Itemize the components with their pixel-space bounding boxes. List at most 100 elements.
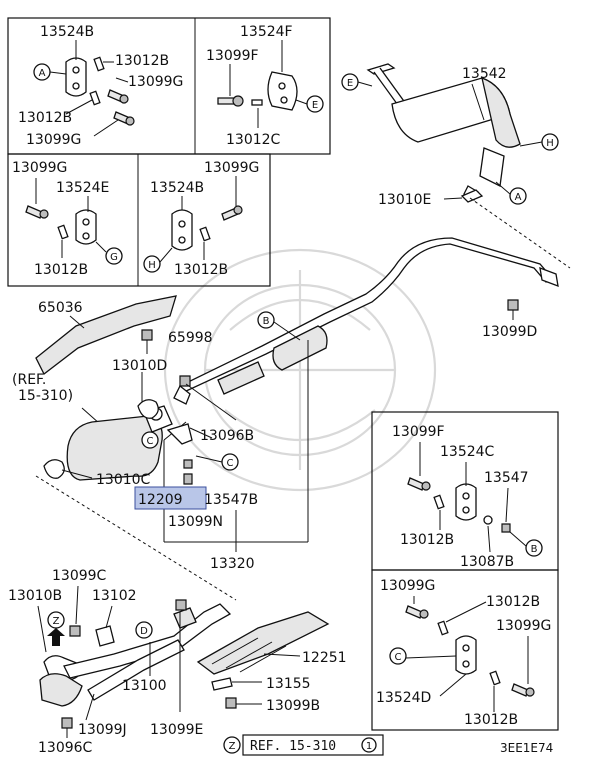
center-exhaust-pipe [173, 237, 559, 405]
callout-z-ref [223, 736, 241, 754]
label-13099c: 13099C [52, 568, 107, 584]
callout-letter: G [110, 252, 118, 263]
nut-upper [179, 375, 191, 387]
label-13524b: 13524B [40, 24, 94, 40]
label-13010b: 13010B [8, 588, 62, 604]
heat-shield-65036 [35, 295, 177, 375]
label-13012b: 13012B [174, 262, 228, 278]
callout-b-box [525, 539, 543, 557]
hanger-13524f [217, 71, 298, 111]
front-pipe-13100 [39, 603, 232, 707]
label-13099d: 13099D [482, 324, 537, 340]
label-13102: 13102 [92, 588, 137, 604]
label-13010e: 13010E [378, 192, 431, 208]
hanger-13524e [25, 205, 97, 245]
callout-a-muffler [509, 187, 527, 205]
bolt-13099e [175, 599, 187, 611]
callout-c-box [389, 647, 407, 665]
callout-d [135, 621, 153, 639]
bracket-13096b [166, 423, 193, 445]
nut-13096c [61, 717, 73, 729]
label-13099g: 13099G [12, 160, 67, 176]
hanger-13524d [405, 605, 535, 697]
bottom-ref-box [242, 734, 384, 756]
callout-b-pipe [257, 311, 275, 329]
label-65036: 65036 [38, 300, 83, 316]
highlight-12209[interactable] [134, 486, 207, 510]
label-13012b: 13012B [18, 110, 72, 126]
diagram-code: 3EE1E74 [500, 741, 553, 755]
bottom-ref-text: REF. 15-310 [250, 739, 336, 754]
hanger-13524b-b [171, 205, 243, 251]
label-13012b: 13012B [464, 712, 518, 728]
callout-letter: C [227, 458, 234, 469]
callout-letter: C [395, 652, 402, 663]
label-13087b: 13087B [460, 554, 514, 570]
callout-letter: A [515, 192, 522, 203]
nut-13099c [69, 625, 81, 637]
heat-shield-12251 [196, 611, 330, 675]
label-13096c: 13096C [38, 740, 93, 756]
label-13099f: 13099F [392, 424, 445, 440]
callout-letter: H [546, 138, 554, 149]
label-13524f: 13524F [240, 24, 293, 40]
label-13012c: 13012C [226, 132, 281, 148]
label-13542: 13542 [462, 66, 507, 82]
callout-c-cat [141, 431, 159, 449]
label-13099b: 13099B [266, 698, 320, 714]
label-13096b: 13096B [200, 428, 254, 444]
bracket-13155 [211, 677, 233, 691]
label-13010c: 13010C [96, 472, 151, 488]
label-13099g: 13099G [496, 618, 551, 634]
label-13010d: 13010D [112, 358, 167, 374]
hanger-13524b-a [65, 56, 135, 126]
label-13320: 13320 [210, 556, 255, 572]
gasket-13010e [460, 189, 484, 203]
label-13547: 13547 [484, 470, 529, 486]
label-13524c: 13524C [440, 444, 495, 460]
label-13099j: 13099J [78, 722, 127, 738]
label-13100: 13100 [122, 678, 167, 694]
bolt-13099n [183, 473, 193, 485]
label-13524b: 13524B [150, 180, 204, 196]
main-muffler-13542 [366, 63, 521, 201]
label-13012b: 13012B [486, 594, 540, 610]
bolt-13099b [225, 697, 237, 709]
nut-65998 [141, 329, 153, 341]
callout-letter: B [531, 544, 538, 555]
label-13012b: 13012B [400, 532, 454, 548]
label-13524e: 13524E [56, 180, 109, 196]
arrow-up-icon [47, 628, 65, 646]
callout-letter: A [39, 68, 46, 79]
label-12209[interactable]: 12209 [138, 492, 183, 508]
callout-letter: B [263, 316, 270, 327]
label-13012b: 13012B [115, 53, 169, 69]
label-13012b: 13012B [34, 262, 88, 278]
watermark-logo [163, 248, 437, 492]
nut-13547b [183, 459, 193, 469]
label-13099n: 13099N [168, 514, 223, 530]
bracket-13102 [95, 625, 115, 647]
hanger-13524c [407, 477, 511, 533]
ref-top-line-1: (REF. [12, 372, 46, 388]
callout-letter: Z [53, 616, 60, 627]
callout-letter: Z [229, 741, 236, 752]
label-13099g: 13099G [204, 160, 259, 176]
label-13099g: 13099G [26, 132, 81, 148]
label-13547b: 13547B [204, 492, 258, 508]
label-13099g: 13099G [128, 74, 183, 90]
ref-top-line-2: 15-310) [18, 388, 73, 404]
bottom-ref-number: 1 [366, 741, 372, 752]
label-65998: 65998 [168, 330, 213, 346]
callout-letter: E [347, 78, 353, 89]
label-13524d: 13524D [376, 690, 431, 706]
callout-letter: E [312, 100, 318, 111]
group-box-d [371, 569, 559, 731]
label-13099g: 13099G [380, 578, 435, 594]
callout-letter: C [147, 436, 154, 447]
callout-letter: D [140, 626, 148, 637]
group-box-b [7, 153, 271, 287]
label-13099e: 13099E [150, 722, 203, 738]
gasket-13010c [43, 459, 65, 479]
